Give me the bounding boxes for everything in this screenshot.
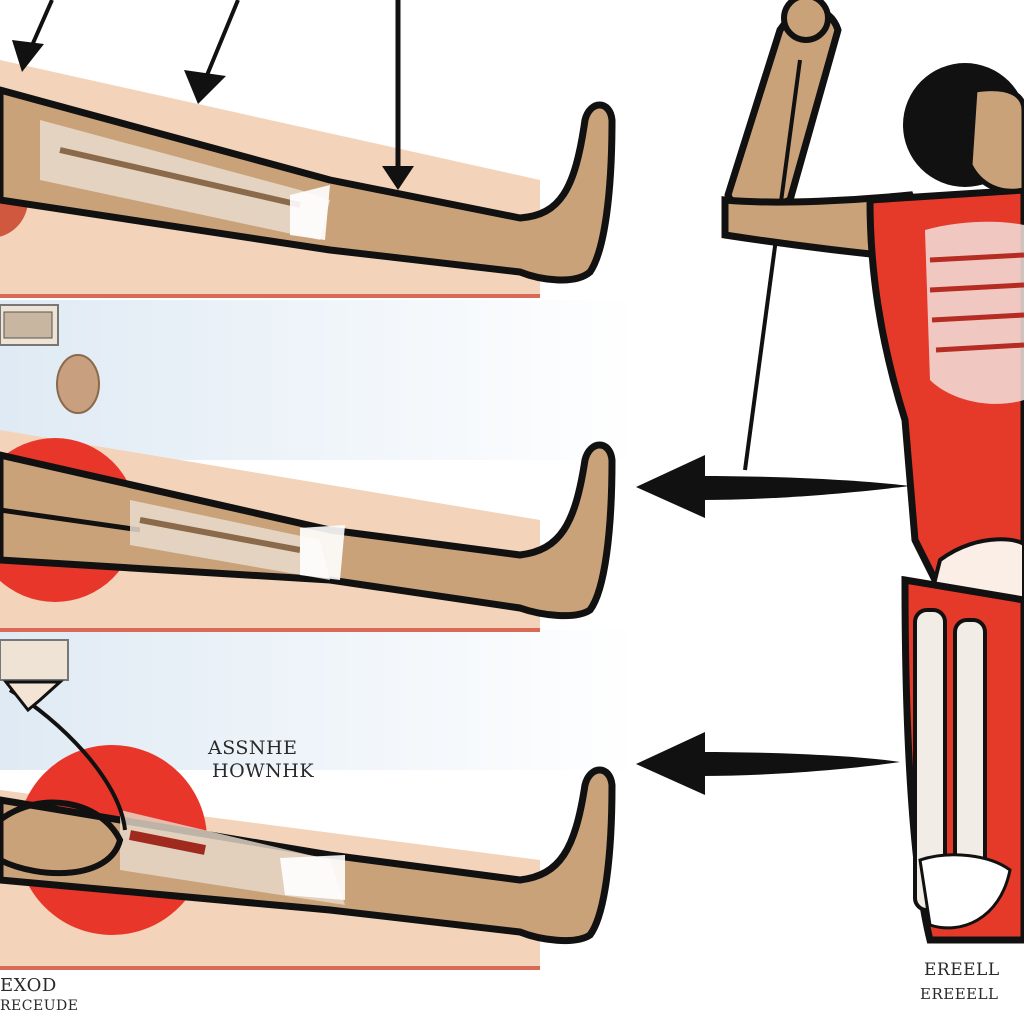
figure-label-line-1: EREELL	[924, 960, 1000, 980]
leg-panel-middle	[0, 430, 616, 632]
pointer-arrow-middle	[636, 455, 910, 518]
down-arrow-icon	[382, 166, 414, 190]
diagram-label-line-1: ASSNHE	[208, 737, 298, 759]
diagram-label-line-2: HOWNHK	[212, 760, 315, 782]
leg	[0, 86, 616, 284]
figure-label-line-2: EREEELL	[920, 985, 999, 1003]
knee-joint	[290, 185, 330, 240]
round-marker	[56, 354, 100, 414]
left-arrow-icon	[636, 732, 705, 795]
knee-joint	[280, 855, 345, 900]
pull-rope	[743, 59, 802, 471]
device-icon	[0, 639, 69, 681]
knee-joint	[300, 525, 345, 580]
pointer-arrow-bottom	[636, 732, 900, 795]
down-arrow-icon	[12, 40, 44, 72]
anatomy-figure	[721, 0, 1024, 944]
corner-label-line-2: RECEUDE	[0, 998, 79, 1014]
leg-panel-bottom	[0, 639, 616, 970]
leg-panel-top	[0, 0, 616, 298]
down-arrow-icon	[184, 70, 226, 104]
corner-label-line-1: EXOD	[0, 975, 57, 996]
rib-cage	[925, 221, 1024, 404]
background-band	[0, 300, 640, 460]
left-arrow-icon	[636, 455, 705, 518]
